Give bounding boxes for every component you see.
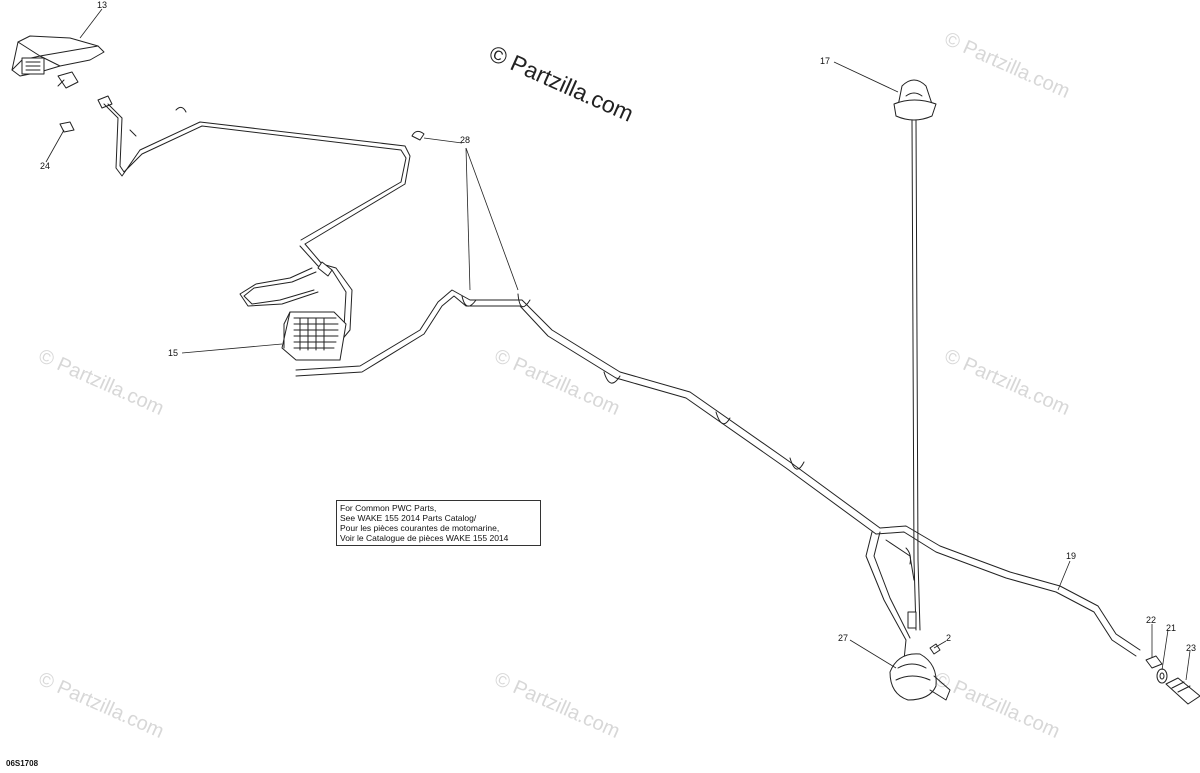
callout-24: 24 bbox=[40, 161, 51, 171]
reference-note-box: For Common PWC Parts, See WAKE 155 2014 … bbox=[336, 500, 541, 546]
callout-23: 23 bbox=[1186, 643, 1197, 653]
connector-plug bbox=[57, 71, 79, 89]
callout-15: 15 bbox=[168, 348, 179, 358]
figure-code: 06S1708 bbox=[6, 759, 39, 768]
nut-part-22 bbox=[1145, 655, 1163, 669]
light-housing-part-13 bbox=[11, 35, 105, 77]
sensor-part-27 bbox=[889, 653, 951, 701]
callout-28: 28 bbox=[460, 135, 471, 145]
callout-27: 27 bbox=[838, 633, 849, 643]
callout-17: 17 bbox=[820, 56, 831, 66]
bracket-assembly bbox=[865, 525, 1141, 661]
fitting-part-23 bbox=[1165, 677, 1200, 705]
wiring-harness-upper bbox=[103, 103, 411, 245]
note-line: For Common PWC Parts, bbox=[340, 503, 437, 513]
note-line: Voir le Catalogue de pièces WAKE 155 201… bbox=[340, 533, 509, 543]
electrical-module-part-15 bbox=[239, 243, 353, 361]
wiring-harness-main bbox=[295, 289, 881, 535]
note-line: Pour les pièces courantes de motomarine, bbox=[340, 523, 500, 533]
callout-2: 2 bbox=[946, 633, 952, 643]
leader-lines bbox=[45, 8, 1191, 681]
grommet-part-17 bbox=[893, 79, 937, 121]
antenna-wire bbox=[911, 119, 921, 631]
callout-22: 22 bbox=[1146, 615, 1157, 625]
screw-part-2 bbox=[929, 643, 941, 655]
note-line: See WAKE 155 2014 Parts Catalog/ bbox=[340, 513, 477, 523]
callout-19: 19 bbox=[1066, 551, 1077, 561]
small-clip-part-24 bbox=[59, 121, 75, 133]
callout-21: 21 bbox=[1166, 623, 1177, 633]
callout-13: 13 bbox=[97, 0, 108, 10]
washer-part-21 bbox=[1156, 668, 1168, 684]
clip-part-28-top bbox=[411, 130, 425, 141]
